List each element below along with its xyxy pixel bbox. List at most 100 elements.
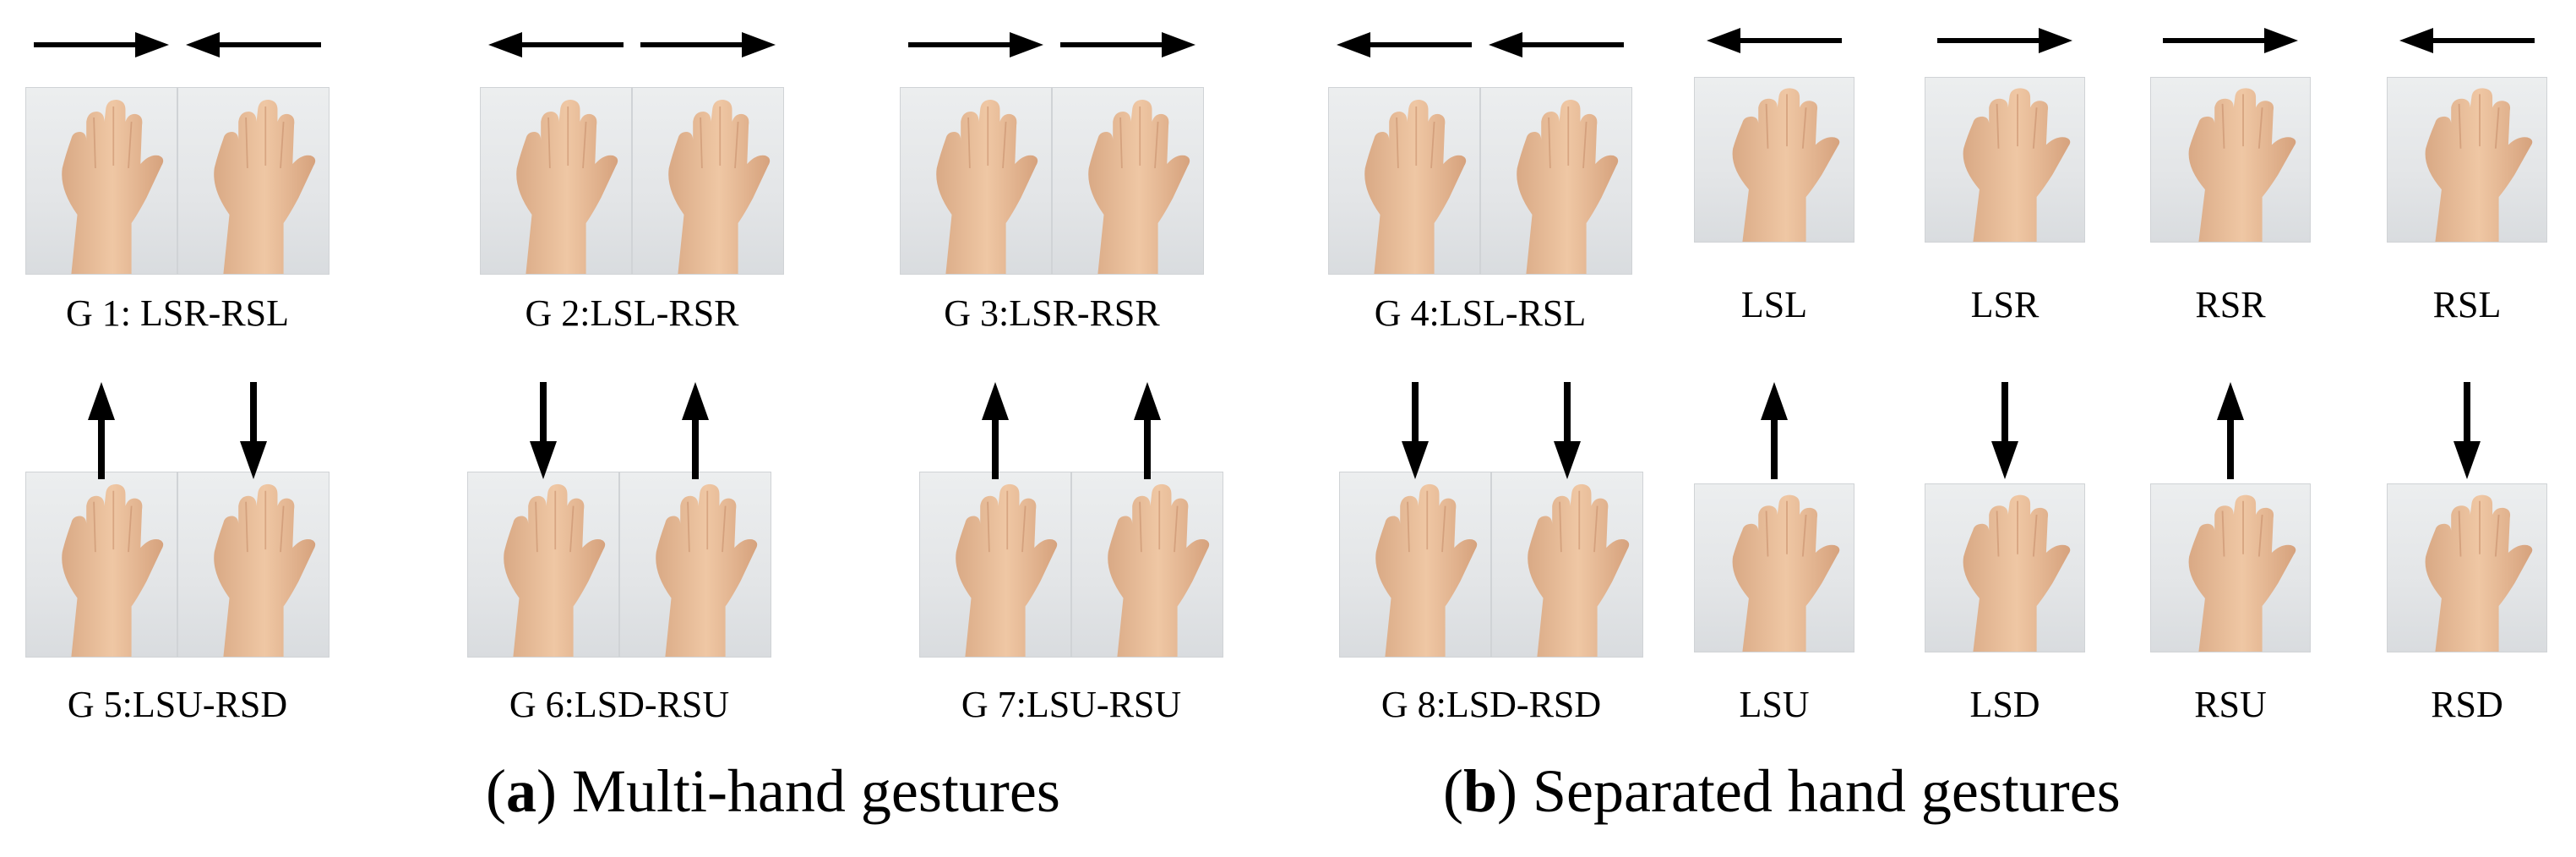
hand-photo (1925, 483, 2085, 652)
gesture-label: G 3:LSR-RSR (944, 292, 1160, 334)
gesture-lsr: LSR (1925, 21, 2085, 347)
arrow-up-icon (678, 382, 712, 483)
gesture-rsu: RSU (2150, 363, 2311, 731)
arrow-left-icon (2399, 28, 2535, 57)
photo-strip (467, 472, 771, 658)
gesture-g3: G 3:LSR-RSR (900, 25, 1204, 351)
hand-photo (25, 472, 177, 658)
hand-photo (1339, 472, 1491, 658)
hand-photo (1694, 483, 1854, 652)
hand-photo (1480, 87, 1632, 275)
gesture-g4: G 4:LSL-RSL (1328, 25, 1632, 351)
hand-photo (2387, 77, 2547, 243)
hand-photo (25, 87, 177, 275)
photo-strip (1328, 87, 1632, 275)
arrow-up-icon (1757, 382, 1791, 483)
gesture-label: LSD (1969, 684, 2040, 725)
gesture-g2: G 2:LSL-RSR (480, 25, 784, 351)
photo-strip (1694, 483, 1854, 652)
photo-strip (2150, 483, 2311, 652)
arrow-right-icon (2163, 28, 2298, 57)
gesture-label: RSR (2195, 284, 2266, 325)
caption-b-text: Separated hand gestures (1533, 757, 2121, 825)
gesture-label: G 4:LSL-RSL (1374, 292, 1587, 334)
hand-photo (2150, 77, 2311, 243)
hand-photo (2387, 483, 2547, 652)
gesture-rsd: RSD (2387, 363, 2547, 731)
hand-photo (632, 87, 784, 275)
photo-strip (900, 87, 1204, 275)
gesture-label: G 1: LSR-RSL (65, 292, 290, 334)
caption-a-text: Multi-hand gestures (571, 757, 1060, 825)
hand-photo (619, 472, 771, 658)
hand-photo (1052, 87, 1204, 275)
photo-strip (2150, 77, 2311, 243)
hand-photo (900, 87, 1052, 275)
photo-strip (480, 87, 784, 275)
gesture-label: RSL (2432, 284, 2502, 325)
gesture-g1: G 1: LSR-RSL (25, 25, 329, 351)
photo-strip (1925, 77, 2085, 243)
arrow-down-icon (237, 382, 270, 483)
arrow-right-icon (1060, 32, 1195, 62)
caption-b-letter: b (1462, 757, 1498, 825)
gesture-rsl: RSL (2387, 21, 2547, 347)
gesture-g8: G 8:LSD-RSD (1339, 363, 1643, 731)
gesture-label: G 8:LSD-RSD (1381, 684, 1602, 725)
photo-strip (2387, 77, 2547, 243)
arrow-left-icon (1337, 32, 1472, 62)
hand-photo (177, 472, 329, 658)
photo-strip (1925, 483, 2085, 652)
arrow-right-icon (640, 32, 776, 62)
photo-strip (1339, 472, 1643, 658)
hand-photo (1491, 472, 1643, 658)
arrow-down-icon (1398, 382, 1432, 483)
arrow-down-icon (1550, 382, 1584, 483)
arrow-down-icon (526, 382, 560, 483)
caption-a-letter: a (505, 757, 536, 825)
arrow-up-icon (2214, 382, 2247, 483)
gesture-label: LSL (1740, 284, 1808, 325)
arrow-left-icon (1707, 28, 1842, 57)
arrow-down-icon (1988, 382, 2022, 483)
arrow-right-icon (34, 32, 169, 62)
caption-a: (a) Multi-hand gestures (486, 757, 1060, 825)
gesture-lsd: LSD (1925, 363, 2085, 731)
arrow-right-icon (1937, 28, 2072, 57)
arrow-right-icon (908, 32, 1043, 62)
gesture-label: RSD (2431, 684, 2503, 725)
photo-strip (2387, 483, 2547, 652)
gesture-label: G 7:LSU-RSU (961, 684, 1182, 725)
hand-photo (177, 87, 329, 275)
gesture-label: LSU (1739, 684, 1810, 725)
arrow-up-icon (978, 382, 1012, 483)
hand-photo (480, 87, 632, 275)
photo-strip (25, 87, 329, 275)
hand-photo (2150, 483, 2311, 652)
gesture-lsl: LSL (1694, 21, 1854, 347)
arrow-up-icon (84, 382, 118, 483)
arrow-up-icon (1130, 382, 1164, 483)
gesture-label: G 6:LSD-RSU (509, 684, 730, 725)
hand-photo (919, 472, 1071, 658)
hand-photo (1071, 472, 1223, 658)
hand-photo (467, 472, 619, 658)
hand-photo (1925, 77, 2085, 243)
gesture-g6: G 6:LSD-RSU (467, 363, 771, 731)
gesture-label: RSU (2194, 684, 2267, 725)
arrow-left-icon (488, 32, 624, 62)
photo-strip (25, 472, 329, 658)
arrow-down-icon (2450, 382, 2484, 483)
gesture-g5: G 5:LSU-RSD (25, 363, 329, 731)
hand-photo (1328, 87, 1480, 275)
gesture-lsu: LSU (1694, 363, 1854, 731)
hand-photo (1694, 77, 1854, 243)
gesture-label: G 2:LSL-RSR (525, 292, 739, 334)
gesture-g7: G 7:LSU-RSU (919, 363, 1223, 731)
arrow-left-icon (186, 32, 321, 62)
gesture-label: LSR (1970, 284, 2040, 325)
caption-b: (b) Separated hand gestures (1443, 757, 2121, 825)
gesture-label: G 5:LSU-RSD (67, 684, 288, 725)
photo-strip (919, 472, 1223, 658)
arrow-left-icon (1489, 32, 1624, 62)
